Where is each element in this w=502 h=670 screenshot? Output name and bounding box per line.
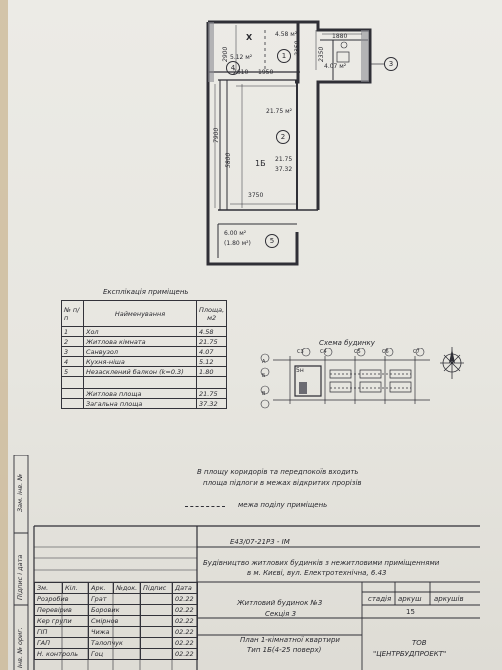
explication-title: Експлікація приміщень — [103, 288, 189, 296]
apt-type: 1Б — [255, 159, 266, 168]
row-label-c: В — [262, 391, 266, 397]
sheet-number: 15 — [406, 608, 415, 616]
dim-2610: 2610 — [233, 69, 249, 76]
col-area: Площа, м2 — [195, 300, 228, 327]
dim-3750: 3750 — [248, 192, 264, 199]
org-name: "ЦЕНТРБУДПРОЕКТ" — [373, 650, 447, 658]
room-marker-x: X — [246, 33, 253, 42]
col-num: № п/п — [61, 300, 84, 327]
dim-6-00: 6.00 м² — [224, 230, 247, 237]
axis-marker-3: 3 — [384, 57, 398, 71]
project-name-2: в м. Києві, вул. Електротехнічна, 6.43 — [247, 569, 387, 577]
row-label-a: А — [262, 359, 266, 365]
room-marker-1: 1 — [277, 49, 291, 63]
legend-line — [185, 506, 225, 507]
total-area: 37.32 — [275, 166, 293, 173]
section-c5: С5 — [354, 349, 361, 355]
table-row — [61, 376, 228, 389]
section-c6: С6 — [382, 349, 389, 355]
sheet-header: аркуш — [398, 595, 422, 603]
dim-1950: 1950 — [258, 69, 274, 76]
legend-text: межа поділу приміщень — [238, 501, 328, 509]
col-name: Найменування — [83, 300, 197, 327]
stage-header: стадія — [368, 595, 392, 603]
room-marker-5: 5 — [265, 234, 279, 248]
plan-title-2: Тип 1Б(4-25 поверх) — [247, 646, 322, 654]
living-area: 21.75 — [275, 156, 293, 163]
dim-21-75-area: 21.75 м² — [266, 108, 293, 115]
sheets-header: аркушів — [434, 595, 464, 603]
building-section: Секція 3 — [265, 610, 297, 618]
row-label-b: Б — [262, 373, 266, 379]
floor-plan — [206, 20, 384, 266]
dim-4-58: 4.58 м² — [275, 31, 298, 38]
note-line-2: площа підлоги в межах відкритих прорізів — [203, 479, 362, 487]
plan-title-1: План 1-кімнатної квартири — [240, 636, 340, 644]
project-code: Е43/07-21Р3 - ІМ — [230, 538, 290, 546]
room-marker-4: 4 — [226, 61, 240, 75]
scheme-title: Схема будинку — [319, 339, 375, 347]
dim-7900: 7900 — [213, 127, 220, 143]
side-strip — [13, 455, 29, 670]
note-line-1: В площу коридорів та передпокоїв входить — [197, 468, 359, 476]
side-label-replace: Зам. інв. № — [16, 474, 24, 512]
section-c4: С4 — [320, 349, 327, 355]
dim-2350a: 2350 — [294, 40, 301, 56]
building-scheme — [260, 348, 430, 409]
dim-2350b: 2350 — [318, 46, 325, 62]
room-marker-2: 2 — [276, 130, 290, 144]
section-c3: С3 — [297, 349, 304, 355]
dim-2900: 2900 — [222, 46, 229, 62]
scheme-note-marker: 5н — [296, 367, 304, 374]
building-name: Житловий будинок №3 — [237, 599, 323, 607]
dim-1-80: (1.80 м²) — [224, 240, 251, 247]
dim-1880: 1880 — [332, 33, 348, 40]
org-form: ТОВ — [412, 639, 427, 647]
table-edge — [0, 0, 8, 670]
project-name-1: Будівництво житлових будинків з нежитлов… — [203, 559, 440, 567]
section-c7: С7 — [413, 349, 420, 355]
north-arrow-icon — [440, 347, 464, 379]
dim-4-07: 4.07 м² — [324, 63, 347, 70]
dim-5-12: 5.12 м² — [230, 54, 253, 61]
dim-5800: 5800 — [225, 152, 232, 168]
